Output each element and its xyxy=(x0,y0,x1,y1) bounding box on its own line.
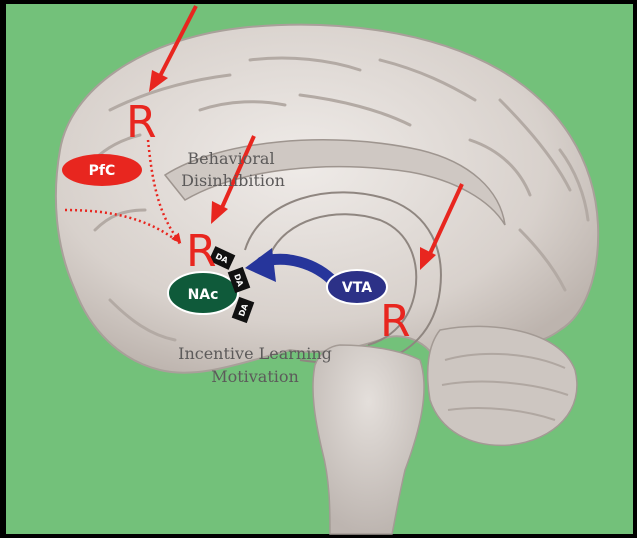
incentive-caption-line1: Incentive Learning xyxy=(178,344,332,363)
vta-label: VTA xyxy=(342,280,372,296)
nac-label: NAc xyxy=(188,287,219,303)
behavioral-caption-line1: Behavioral xyxy=(187,149,274,168)
pfc-label: PfC xyxy=(89,163,116,179)
incentive-caption-line2: Motivation xyxy=(211,367,299,386)
receptor-marker-top: R xyxy=(126,97,157,148)
receptor-marker-vta: R xyxy=(380,296,411,347)
behavioral-caption-line2: Disinhibition xyxy=(181,171,285,190)
receptor-marker-nac: R xyxy=(186,226,217,277)
